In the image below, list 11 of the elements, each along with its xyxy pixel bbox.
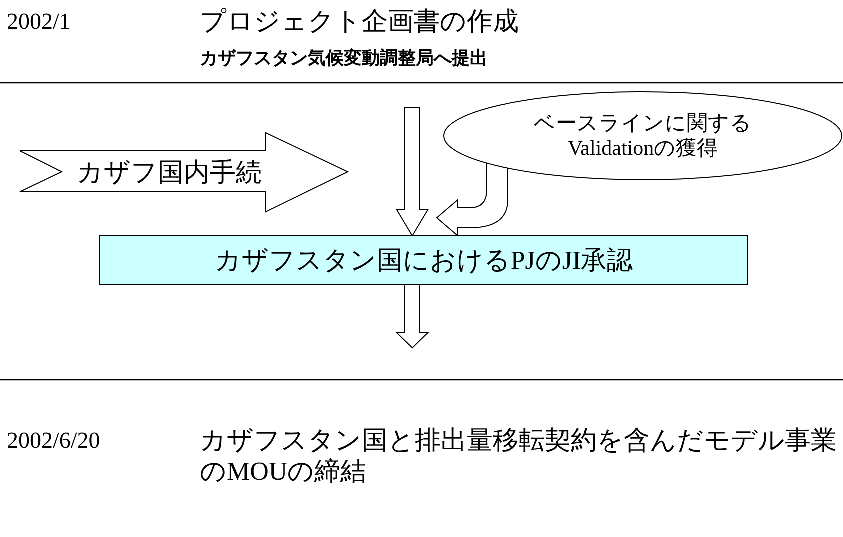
block-arrow — [436, 164, 508, 236]
approval-box: カザフスタン国におけるPJのJI承認 — [100, 236, 748, 285]
date-label: 2002/6/20 — [7, 427, 100, 455]
step-title: カザフスタン国と排出量移転契約を含んだモデル事業のMOUの締結 — [200, 425, 838, 488]
chevron-arrow: カザフ国内手続 — [20, 133, 349, 213]
date-label: 2002/1 — [7, 8, 71, 36]
step-note: カザフスタン気候変動調整局へ提出 — [200, 48, 488, 70]
block-arrow — [396, 284, 430, 349]
step-title: プロジェクト企画書の作成 — [200, 6, 519, 38]
block-arrow — [396, 108, 429, 237]
validation-ellipse: ベースラインに関する Validationの獲得 — [444, 92, 842, 180]
